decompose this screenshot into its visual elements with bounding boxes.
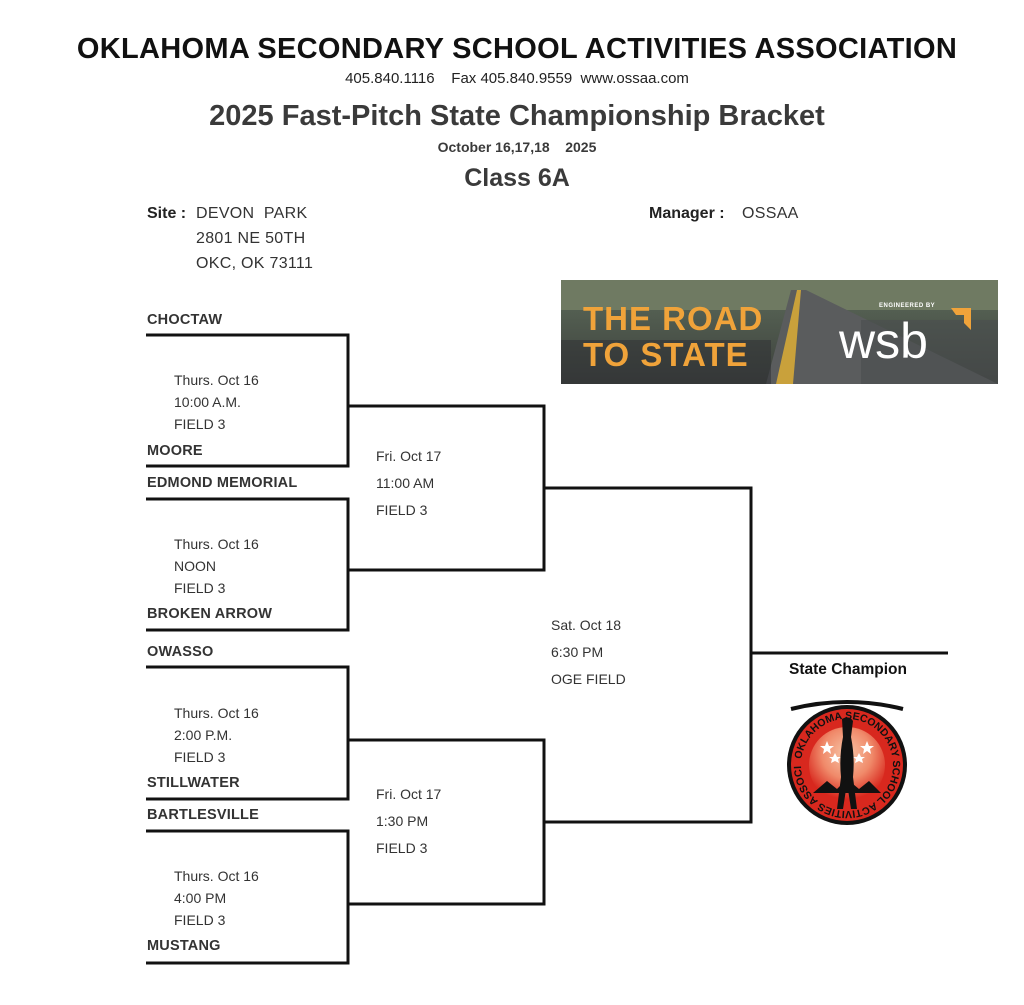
- game-info-semi-2: Fri. Oct 17 1:30 PM FIELD 3: [376, 781, 441, 862]
- bracket-line-game2: [146, 497, 350, 632]
- game-time: 1:30 PM: [376, 813, 429, 829]
- banner-line-1: THE ROAD: [583, 300, 764, 337]
- game-day: Fri. Oct 17: [376, 448, 442, 464]
- game-time: 4:00 PM: [174, 890, 227, 906]
- game-day: Thurs. Oct 16: [174, 868, 259, 884]
- game-day: Thurs. Oct 16: [174, 536, 259, 552]
- game-info-final: Sat. Oct 18 6:30 PM OGE FIELD: [551, 612, 626, 693]
- game-info-round1-1: Thurs. Oct 16 10:00 A.M. FIELD 3: [174, 369, 259, 435]
- team-slot-6: STILLWATER: [147, 775, 240, 791]
- sponsor-arrow-icon: [951, 308, 971, 330]
- team-slot-7: BARTLESVILLE: [147, 807, 259, 823]
- manager-value: OSSAA: [742, 205, 799, 222]
- banner-line-2: TO STATE: [583, 336, 749, 373]
- organization-title: OKLAHOMA SECONDARY SCHOOL ACTIVITIES ASS…: [76, 33, 958, 65]
- game-field: FIELD 3: [376, 840, 428, 856]
- game-day: Fri. Oct 17: [376, 786, 442, 802]
- manager-label: Manager :: [649, 205, 725, 222]
- game-field: FIELD 3: [174, 749, 226, 765]
- game-field: FIELD 3: [174, 416, 226, 432]
- game-time: 10:00 A.M.: [174, 394, 241, 410]
- game-info-round1-4: Thurs. Oct 16 4:00 PM FIELD 3: [174, 865, 259, 931]
- ossaa-logo: OKLAHOMA SECONDARY SCHOOL ACTIVITIES ASS…: [787, 697, 907, 825]
- game-day: Sat. Oct 18: [551, 617, 622, 633]
- bracket-line-game3: [146, 665, 350, 801]
- team-slot-5: OWASSO: [147, 644, 214, 660]
- game-time: NOON: [174, 558, 216, 574]
- game-info-round1-2: Thurs. Oct 16 NOON FIELD 3: [174, 533, 259, 599]
- bracket-line-game4: [146, 829, 350, 965]
- game-day: Thurs. Oct 16: [174, 372, 259, 388]
- sponsor-banner: THE ROAD TO STATE ENGINEERED BY wsb: [561, 280, 998, 384]
- game-field: OGE FIELD: [551, 671, 626, 687]
- bracket-title: 2025 Fast-Pitch State Championship Brack…: [209, 100, 825, 132]
- bracket-line-game1: [146, 333, 350, 468]
- game-info-semi-1: Fri. Oct 17 11:00 AM FIELD 3: [376, 443, 441, 524]
- class-label: Class 6A: [464, 164, 570, 192]
- bracket-dates: October 16,17,18 2025: [437, 139, 597, 155]
- site-city: OKC, OK 73111: [196, 255, 314, 272]
- team-slot-2: MOORE: [147, 443, 203, 459]
- site-name: DEVON PARK: [196, 205, 308, 222]
- game-field: FIELD 3: [174, 580, 226, 596]
- team-slot-8: MUSTANG: [147, 938, 221, 954]
- game-info-round1-3: Thurs. Oct 16 2:00 P.M. FIELD 3: [174, 702, 259, 768]
- game-time: 6:30 PM: [551, 644, 604, 660]
- sponsor-tag: ENGINEERED BY: [879, 303, 936, 309]
- game-time: 2:00 P.M.: [174, 727, 233, 743]
- game-time: 11:00 AM: [376, 475, 435, 491]
- site-label: Site :: [147, 205, 187, 222]
- bracket-line-final: [544, 486, 753, 824]
- game-day: Thurs. Oct 16: [174, 705, 259, 721]
- site-street: 2801 NE 50TH: [196, 230, 306, 247]
- state-champion-label: State Champion: [789, 661, 907, 678]
- team-slot-3: EDMOND MEMORIAL: [147, 475, 298, 491]
- team-slot-4: BROKEN ARROW: [147, 606, 273, 622]
- game-field: FIELD 3: [174, 912, 226, 928]
- banner-background: [561, 280, 998, 384]
- team-slot-1: CHOCTAW: [147, 312, 223, 328]
- game-field: FIELD 3: [376, 502, 428, 518]
- sponsor-logo-text: wsb: [839, 313, 928, 369]
- contact-info: 405.840.1116 Fax 405.840.9559 www.ossaa.…: [345, 70, 689, 87]
